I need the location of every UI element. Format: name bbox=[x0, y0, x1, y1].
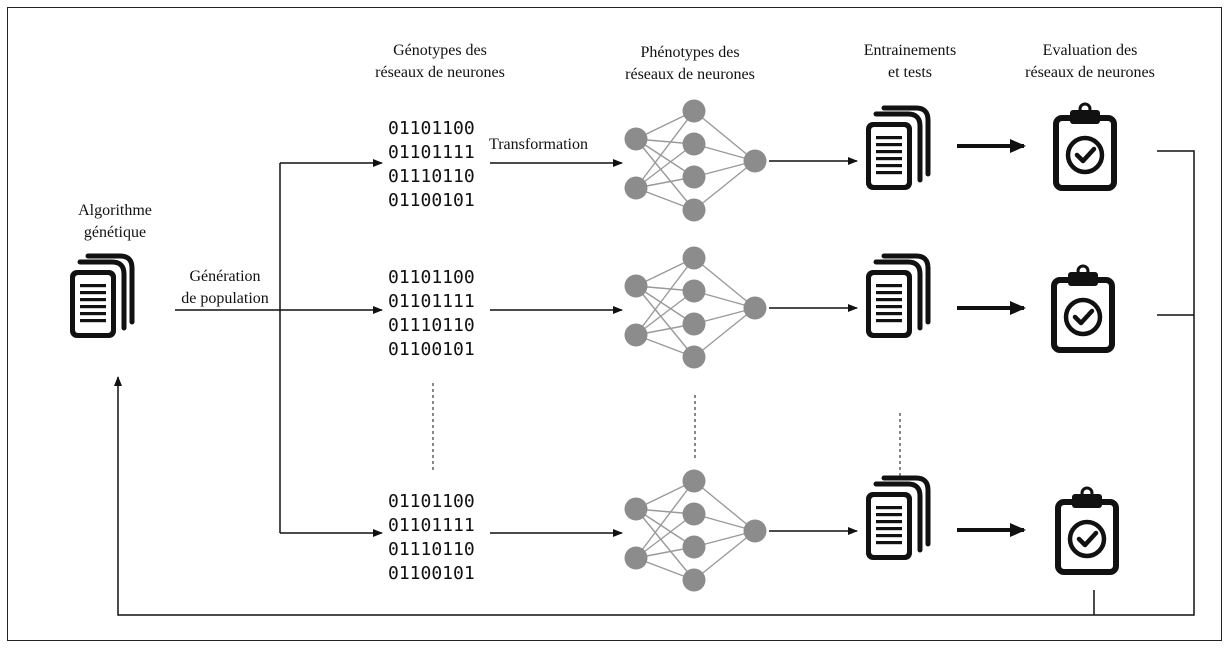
training-to-evaluation-arrows bbox=[957, 139, 1026, 537]
transformation-label: Transformation bbox=[489, 136, 588, 153]
genotype-block: 01101100 01101111 01110110 01100101 bbox=[388, 266, 475, 362]
training-document-icon bbox=[866, 478, 928, 560]
genotype-line: 01100101 bbox=[388, 339, 475, 360]
network-to-training-arrows bbox=[769, 157, 858, 535]
genotype-block: 01101100 01101111 01110110 01100101 bbox=[388, 117, 475, 213]
neural-network-icon bbox=[623, 468, 768, 593]
diagram-frame bbox=[7, 7, 1222, 641]
genotype-line: 01101100 bbox=[388, 267, 475, 288]
genotype-line: 01110110 bbox=[388, 539, 475, 560]
algorithm-document-icon bbox=[70, 256, 132, 338]
genotype-line: 01100101 bbox=[388, 563, 475, 584]
transformation-arrows bbox=[490, 159, 623, 537]
training-document-icon bbox=[866, 108, 928, 190]
ellipsis-separators bbox=[432, 383, 901, 480]
genotype-line: 01101100 bbox=[388, 491, 475, 512]
genotype-line: 01100101 bbox=[388, 190, 475, 211]
genotype-line: 01110110 bbox=[388, 315, 475, 336]
training-document-icon bbox=[866, 256, 928, 338]
feedback-loop bbox=[114, 150, 1195, 616]
genotype-line: 01101111 bbox=[388, 291, 475, 312]
genotype-line: 01101100 bbox=[388, 118, 475, 139]
clipboard-check-icon bbox=[1054, 266, 1112, 350]
genotype-line: 01101111 bbox=[388, 515, 475, 536]
genotype-block: 01101100 01101111 01110110 01100101 bbox=[388, 490, 475, 586]
neural-network-icon bbox=[623, 98, 768, 223]
generation-connectors bbox=[175, 159, 383, 537]
neural-network-icon bbox=[623, 245, 768, 370]
clipboard-check-icon bbox=[1056, 104, 1114, 188]
genotype-line: 01101111 bbox=[388, 142, 475, 163]
clipboard-check-icon bbox=[1058, 488, 1116, 572]
genotype-line: 01110110 bbox=[388, 166, 475, 187]
